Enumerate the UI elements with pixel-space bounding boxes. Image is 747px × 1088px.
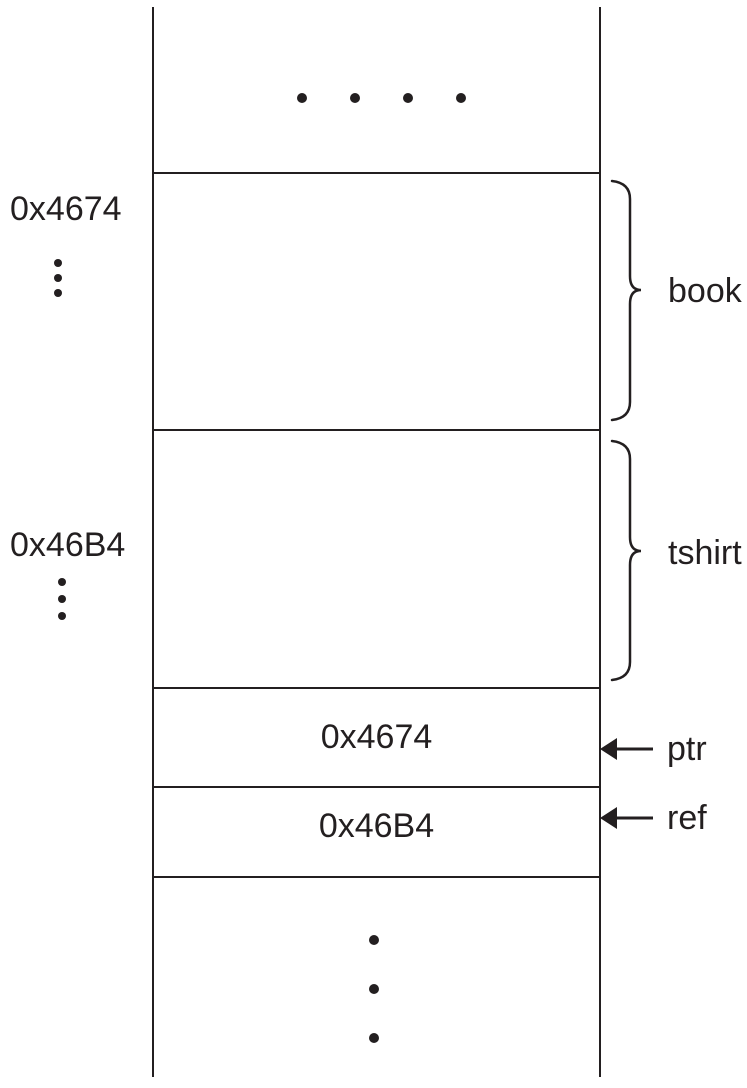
continuation-dots-book-address [54,259,62,297]
ellipsis-dot [54,259,62,267]
ref-arrow-icon [600,807,617,829]
ellipsis-dot [58,595,66,603]
ellipsis-dot [369,1033,379,1043]
ellipsis-dot [369,935,379,945]
memory-column-left-border [152,7,154,1077]
ellipsis-dot [54,289,62,297]
continuation-dots-top [297,93,466,103]
memory-column-right-border [599,7,601,1077]
ellipsis-dot [403,93,413,103]
ellipsis-dot [350,93,360,103]
row-divider-top-of-book [152,172,601,174]
ref-cell-value: 0x46B4 [318,807,435,845]
ellipsis-dot [54,274,62,282]
ellipsis-dot [58,578,66,586]
row-divider-ptr-ref [152,786,601,788]
ptr-arrow-icon [600,738,617,760]
ellipsis-dot [58,612,66,620]
row-divider-ref-bottom [152,876,601,878]
ptr-label: ptr [667,730,707,768]
continuation-dots-tshirt-address [58,578,66,620]
continuation-dots-bottom [369,935,379,1043]
address-label-book: 0x4674 [10,190,122,228]
address-label-tshirt: 0x46B4 [10,526,126,564]
ptr-cell-value: 0x4674 [320,718,433,756]
book-brace [610,179,642,422]
ellipsis-dot [369,984,379,994]
ref-label: ref [667,799,707,837]
tshirt-brace [610,439,642,682]
row-divider-book-tshirt [152,429,601,431]
book-label: book [668,272,742,310]
row-divider-tshirt-ptr [152,687,601,689]
tshirt-label: tshirt [668,534,742,572]
ellipsis-dot [456,93,466,103]
ellipsis-dot [297,93,307,103]
